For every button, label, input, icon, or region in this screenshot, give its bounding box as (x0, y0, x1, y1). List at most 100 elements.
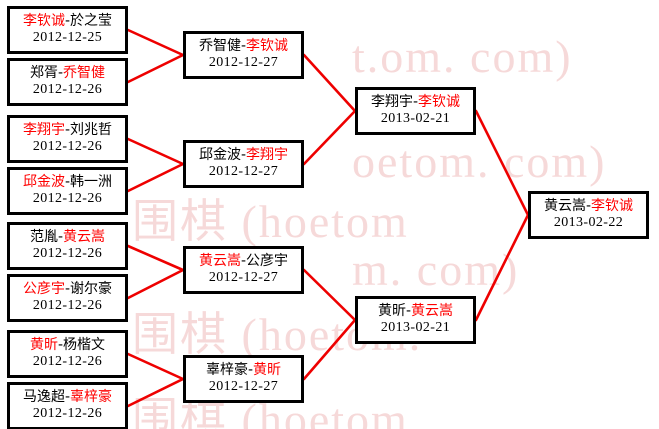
player-separator: - (240, 147, 247, 164)
match-players: 邱金波-李翔宇 (198, 147, 289, 164)
match-date: 2012-12-26 (32, 298, 103, 313)
player-loser: 韩一洲 (70, 174, 113, 191)
watermark-line: m. com) (352, 244, 520, 295)
player-separator: - (240, 38, 247, 55)
match-date: 2012-12-27 (208, 55, 279, 70)
match-box[interactable]: 辜梓豪-黄昕 2012-12-27 (183, 355, 304, 403)
match-date: 2012-12-26 (32, 191, 103, 206)
match-box[interactable]: 公彦宇-谢尔豪 2012-12-26 (7, 274, 128, 322)
player-winner: 黄云嵩 (198, 253, 241, 270)
match-date: 2012-12-26 (32, 354, 103, 369)
match-date: 2013-02-21 (380, 111, 451, 126)
connector-line (302, 268, 357, 322)
match-box[interactable]: 邱金波-韩一洲 2012-12-26 (7, 167, 128, 215)
player-separator: - (405, 303, 412, 320)
player-loser: 刘兆哲 (70, 122, 113, 139)
match-date: 2012-12-26 (32, 82, 103, 97)
player-winner: 乔智健 (63, 65, 106, 82)
match-players: 郑胥-乔智健 (29, 65, 106, 82)
player-loser: 郑胥 (29, 65, 58, 82)
match-players: 李翔宇-李钦诚 (370, 94, 461, 111)
match-box[interactable]: 黄云嵩-公彦宇 2012-12-27 (183, 246, 304, 294)
match-box[interactable]: 黄昕-黄云嵩 2013-02-21 (355, 296, 476, 344)
player-separator: - (64, 13, 71, 30)
connector-line (302, 109, 357, 166)
player-separator: - (57, 229, 64, 246)
match-date: 2012-12-25 (32, 30, 103, 45)
match-date: 2012-12-27 (208, 164, 279, 179)
player-winner: 李钦诚 (22, 13, 65, 30)
connector-line (474, 213, 530, 322)
player-winner: 黄昕 (29, 337, 58, 354)
player-separator: - (57, 65, 64, 82)
player-winner: 李翔宇 (22, 122, 65, 139)
player-winner: 黄云嵩 (63, 229, 106, 246)
match-players: 范胤-黄云嵩 (29, 229, 106, 246)
connector-line (126, 53, 185, 84)
connector-line (126, 244, 185, 272)
connector-line (302, 53, 357, 113)
match-box[interactable]: 李翔宇-李钦诚 2013-02-21 (355, 87, 476, 135)
connector-line (126, 28, 185, 57)
match-players: 黄昕-黄云嵩 (378, 303, 454, 320)
player-winner: 公彦宇 (22, 281, 65, 298)
connector-line (126, 162, 185, 193)
match-box[interactable]: 李翔宇-刘兆哲 2012-12-26 (7, 115, 128, 163)
match-players: 李钦诚-於之莹 (22, 13, 113, 30)
match-players: 马逸超-辜梓豪 (22, 389, 113, 406)
connector-line (126, 352, 185, 381)
match-date: 2013-02-21 (380, 320, 451, 335)
match-date: 2013-02-22 (553, 215, 624, 230)
connector-line (126, 137, 185, 166)
player-separator: - (64, 122, 71, 139)
player-winner: 李翔宇 (246, 147, 289, 164)
connector-line (474, 109, 530, 217)
player-winner: 邱金波 (22, 174, 65, 191)
match-box[interactable]: 黄昕-杨楷文 2012-12-26 (7, 330, 128, 378)
player-loser: 邱金波 (198, 147, 241, 164)
match-box[interactable]: 邱金波-李翔宇 2012-12-27 (183, 140, 304, 188)
player-loser: 范胤 (29, 229, 58, 246)
match-date: 2012-12-27 (208, 379, 279, 394)
match-date: 2012-12-26 (32, 246, 103, 261)
player-separator: - (412, 94, 419, 111)
match-players: 公彦宇-谢尔豪 (22, 281, 113, 298)
player-loser: 乔智健 (198, 38, 241, 55)
player-loser: 於之莹 (70, 13, 113, 30)
match-box[interactable]: 乔智健-李钦诚 2012-12-27 (183, 31, 304, 79)
match-box[interactable]: 郑胥-乔智健 2012-12-26 (7, 58, 128, 106)
connector-line (302, 318, 357, 381)
player-separator: - (585, 198, 592, 215)
match-date: 2012-12-26 (32, 406, 103, 421)
match-date: 2012-12-26 (32, 139, 103, 154)
player-winner: 李钦诚 (418, 94, 461, 111)
player-separator: - (64, 389, 71, 406)
match-box[interactable]: 范胤-黄云嵩 2012-12-26 (7, 222, 128, 270)
match-box[interactable]: 马逸超-辜梓豪 2012-12-26 (7, 382, 128, 429)
connector-line (126, 377, 185, 408)
match-players: 邱金波-韩一洲 (22, 174, 113, 191)
player-winner: 李钦诚 (591, 198, 634, 215)
player-winner: 辜梓豪 (70, 389, 113, 406)
match-players: 黄昕-杨楷文 (29, 337, 106, 354)
player-separator: - (64, 174, 71, 191)
match-players: 乔智健-李钦诚 (198, 38, 289, 55)
player-loser: 马逸超 (22, 389, 65, 406)
watermark-line: 围棋 (hoetom (132, 196, 409, 247)
player-loser: 辜梓豪 (205, 362, 248, 379)
match-date: 2012-12-27 (208, 270, 279, 285)
player-separator: - (64, 281, 71, 298)
player-separator: - (247, 362, 254, 379)
player-winner: 黄昕 (253, 362, 282, 379)
player-winner: 黄云嵩 (411, 303, 454, 320)
match-box-final[interactable]: 黄云嵩-李钦诚 2013-02-22 (528, 191, 649, 239)
player-loser: 杨楷文 (63, 337, 106, 354)
player-winner: 李钦诚 (246, 38, 289, 55)
player-loser: 公彦宇 (246, 253, 289, 270)
player-loser: 谢尔豪 (70, 281, 113, 298)
player-loser: 李翔宇 (370, 94, 413, 111)
match-box[interactable]: 李钦诚-於之莹 2012-12-25 (7, 6, 128, 54)
connector-line (126, 268, 185, 300)
watermark-line: t.om. com) (352, 31, 573, 82)
